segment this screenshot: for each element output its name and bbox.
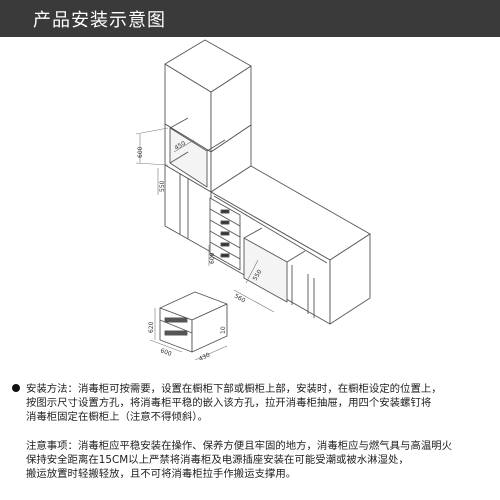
- tall-cabinet-opening: [164, 117, 252, 193]
- title-bar: 产品安装示意图: [0, 0, 500, 37]
- tall-cabinet-upper: [164, 39, 252, 153]
- tall-cabinet-lower: [164, 164, 212, 253]
- caution-line: 搬运放置时轻搬轻放，且不可将消毒柜拉手作搬运支撑用。: [26, 468, 297, 480]
- counter-doors: [291, 265, 315, 318]
- dimension-lines: [135, 127, 275, 313]
- disinfection-cabinet-product: [149, 291, 228, 361]
- dim-upper-width: 450: [174, 140, 188, 152]
- install-method-line: 安装方法：消毒柜可按需要，设置在橱柜下部或橱柜上部，安装时，在橱柜设定的位置上，: [26, 383, 442, 395]
- caution-line: 保持安全距离在15CM以上严禁将消毒柜及电源插座安装在可能受潮或被水淋湿处，: [26, 454, 409, 466]
- install-method-line: 消毒柜固定在橱柜上（注意不得倾斜）。: [26, 411, 208, 423]
- dim-lower-height: 600: [209, 252, 216, 264]
- dim-lower-depth: 560: [233, 293, 247, 305]
- installation-diagram: 600 450 550 600 550 560 620 600 430 10: [135, 39, 371, 363]
- dim-product-depth: 430: [198, 352, 212, 363]
- page-title: 产品安装示意图: [33, 10, 166, 31]
- dim-product-height: 620: [148, 321, 155, 333]
- bullet-icon: [12, 384, 20, 392]
- caution-line: 注意事项：消毒柜应平稳安装在操作、保养方便且牢固的地方，消毒柜应与燃气具与高温明…: [26, 440, 453, 452]
- dim-product-side: 10: [220, 326, 227, 334]
- drawer-stack: [209, 197, 241, 271]
- dim-upper-depth: 550: [159, 180, 166, 192]
- install-method-line: 按图示尺寸设置方孔，将消毒柜平稳的嵌入该方孔，拉开消毒柜抽屉，用四个安装螺钉将: [26, 397, 432, 409]
- dim-upper-height: 600: [137, 146, 144, 158]
- dim-product-width: 600: [159, 347, 172, 358]
- lower-opening: [243, 227, 306, 303]
- dim-lower-width: 550: [252, 268, 264, 282]
